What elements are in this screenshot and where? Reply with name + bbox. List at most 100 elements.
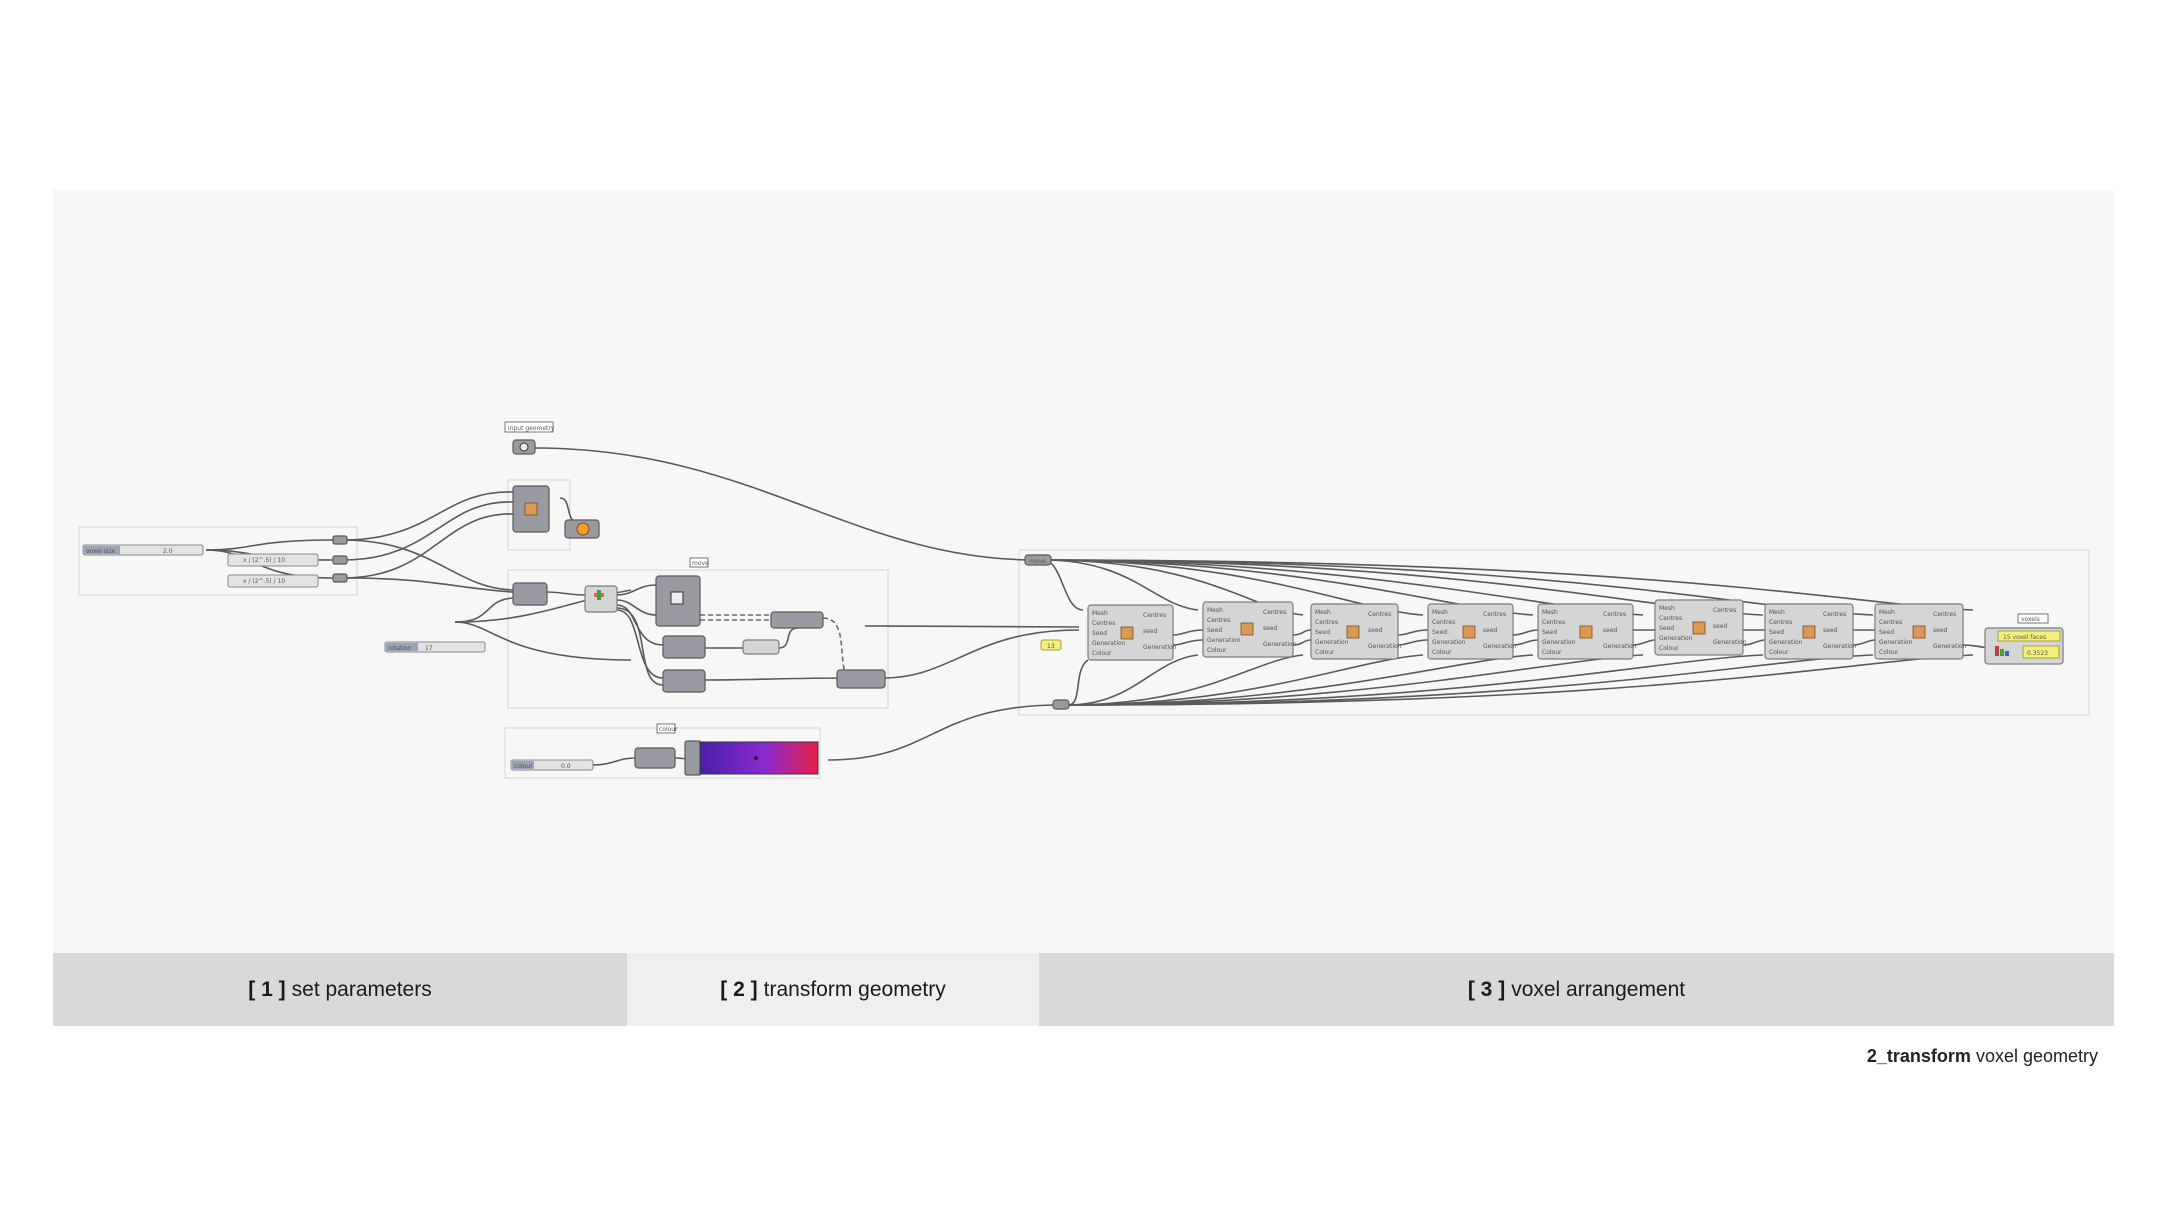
plane-component[interactable]	[742, 639, 780, 655]
input-geometry-param[interactable]: input geometry	[504, 421, 555, 455]
cluster-input-label: Colour	[1092, 650, 1112, 657]
cluster-input-label: Generation	[1879, 639, 1913, 646]
cluster-input-label: Centres	[1659, 615, 1682, 622]
section-bar: [ 1 ] set parameters [ 2 ] transform geo…	[53, 953, 2114, 1026]
wire-c1	[592, 757, 636, 766]
cluster-input-label: Colour	[1432, 649, 1452, 656]
relay-2[interactable]	[332, 555, 348, 565]
voxel-cluster-3[interactable]: MeshCentresSeedGenerationColourCentresse…	[1310, 603, 1402, 660]
voxel-size-slider[interactable]: voxel size 2.0	[82, 544, 204, 556]
voxel-cluster-1[interactable]: MeshCentresSeedGenerationColourCentresse…	[1087, 604, 1177, 661]
cluster-input-label: Centres	[1432, 619, 1455, 626]
cluster-input-label: Seed	[1879, 629, 1894, 636]
expression-node-2[interactable]: x / (2^.5) / 10	[227, 574, 319, 588]
cluster-input-label: Generation	[1659, 635, 1693, 642]
sphere-preview[interactable]	[564, 519, 600, 539]
cluster-output-label: Centres	[1483, 611, 1506, 618]
wire-param-5	[342, 501, 514, 561]
svg-text:rotation: rotation	[388, 645, 412, 652]
cluster-input-label: Centres	[1315, 619, 1338, 626]
cluster-input-label: Colour	[1542, 649, 1562, 656]
cluster-input-label: Colour	[1659, 645, 1679, 652]
section-3-label: voxel arrangement	[1511, 977, 1686, 1001]
wire-param-8	[342, 577, 514, 593]
cluster-input-label: Centres	[1092, 620, 1115, 627]
section-transform-geometry: [ 2 ] transform geometry	[627, 953, 1039, 1026]
cluster-input-label: Centres	[1879, 619, 1902, 626]
cluster-output-label: Centres	[1933, 611, 1956, 618]
cluster-output-label: Generation	[1823, 643, 1857, 650]
colour-relay[interactable]	[1052, 699, 1070, 710]
cluster-input-label: Generation	[1092, 640, 1126, 647]
voxel-cluster-5[interactable]: MeshCentresSeedGenerationColourCentresse…	[1537, 603, 1637, 660]
cluster-input-label: Mesh	[1207, 607, 1223, 614]
wire-param-6	[342, 513, 514, 579]
orient-component-2[interactable]	[836, 669, 886, 689]
voxel-cluster-8[interactable]: MeshCentresSeedGenerationColourCentresse…	[1874, 603, 1967, 660]
gradient-component[interactable]: colour	[656, 723, 819, 776]
voxel-cluster-6[interactable]: MeshCentresSeedGenerationColourCentresse…	[1654, 599, 1747, 656]
orient-component-1[interactable]	[770, 611, 824, 629]
svg-text:move: move	[1029, 558, 1046, 565]
cluster-output-label: Generation	[1368, 643, 1402, 650]
voxel-cluster-2[interactable]: MeshCentresSeedGenerationColourCentresse…	[1202, 601, 1297, 658]
svg-text:0.3523: 0.3523	[2027, 650, 2048, 657]
voxels-panel[interactable]: voxels 15 voxel faces 0.3523	[1984, 613, 2064, 665]
move-component[interactable]: move	[655, 557, 709, 627]
colour-slider[interactable]: colour 0.0	[510, 759, 594, 771]
cluster-output-label: Generation	[1143, 644, 1177, 651]
svg-text:0.0: 0.0	[561, 763, 571, 770]
rotate-component[interactable]	[662, 635, 706, 659]
wire-t6	[616, 607, 664, 686]
cluster-input-label: Generation	[1542, 639, 1576, 646]
vector-component[interactable]	[584, 585, 618, 613]
cluster-output-label: seed	[1143, 628, 1158, 635]
cluster-output-label: seed	[1483, 627, 1498, 634]
relay-3[interactable]	[332, 573, 348, 583]
wire-t3	[616, 599, 657, 616]
cluster-input-label: Mesh	[1092, 610, 1108, 617]
wire-colour	[827, 704, 1061, 761]
svg-text:x / (2^.5) / 10: x / (2^.5) / 10	[243, 578, 285, 585]
voxel-cluster-4[interactable]: MeshCentresSeedGenerationColourCentresse…	[1427, 603, 1517, 660]
section-3-number: [ 3 ]	[1467, 977, 1506, 1001]
section-voxel-arrangement: [ 3 ] voxel arrangement	[1039, 953, 2114, 1026]
cluster-input-label: Generation	[1315, 639, 1349, 646]
voxel-cluster-7[interactable]: MeshCentresSeedGenerationColourCentresse…	[1764, 603, 1857, 660]
cluster-output-label: Centres	[1263, 609, 1286, 616]
cluster-output-label: Centres	[1713, 607, 1736, 614]
group-parameters	[78, 526, 358, 596]
cluster-input-label: Colour	[1315, 649, 1335, 656]
scale-component[interactable]	[662, 669, 706, 693]
colour-component[interactable]	[634, 747, 676, 769]
cluster-input-label: Colour	[1207, 647, 1227, 654]
svg-text:15 voxel faces: 15 voxel faces	[2003, 634, 2046, 641]
cluster-output-label: Centres	[1368, 611, 1391, 618]
wire-t11	[822, 617, 854, 679]
cluster-output-label: seed	[1713, 623, 1728, 630]
wire-param-1	[205, 539, 334, 551]
expression-node-1[interactable]: x / (2^.5) / 10	[227, 553, 319, 567]
count-param[interactable]: 13	[1040, 639, 1062, 651]
wire-geometry	[534, 447, 1037, 561]
wire-t2	[616, 584, 657, 596]
cluster-input-label: Centres	[1769, 619, 1792, 626]
rotation-slider[interactable]: rotation 17	[384, 641, 486, 653]
cluster-output-label: Generation	[1713, 639, 1747, 646]
preview-component[interactable]	[512, 485, 550, 533]
cluster-output-label: Centres	[1823, 611, 1846, 618]
wire-t5	[616, 609, 664, 679]
move-relay[interactable]: move	[1024, 554, 1052, 566]
page-caption: 2_transform voxel geometry	[1867, 1046, 2098, 1067]
cluster-input-label: Centres	[1207, 617, 1230, 624]
svg-text:move: move	[692, 560, 709, 567]
wire-param-4	[342, 491, 514, 541]
cluster-input-label: Generation	[1769, 639, 1803, 646]
grasshopper-canvas[interactable]: voxel size 2.0 x / (2^.5) / 10 x / (2^.5…	[53, 190, 2114, 953]
cluster-input-label: Mesh	[1542, 609, 1558, 616]
cluster-output-label: seed	[1263, 625, 1278, 632]
angle-component[interactable]	[512, 582, 548, 606]
relay-1[interactable]	[332, 535, 348, 545]
cluster-input-label: Seed	[1092, 630, 1107, 637]
cluster-input-label: Mesh	[1769, 609, 1785, 616]
